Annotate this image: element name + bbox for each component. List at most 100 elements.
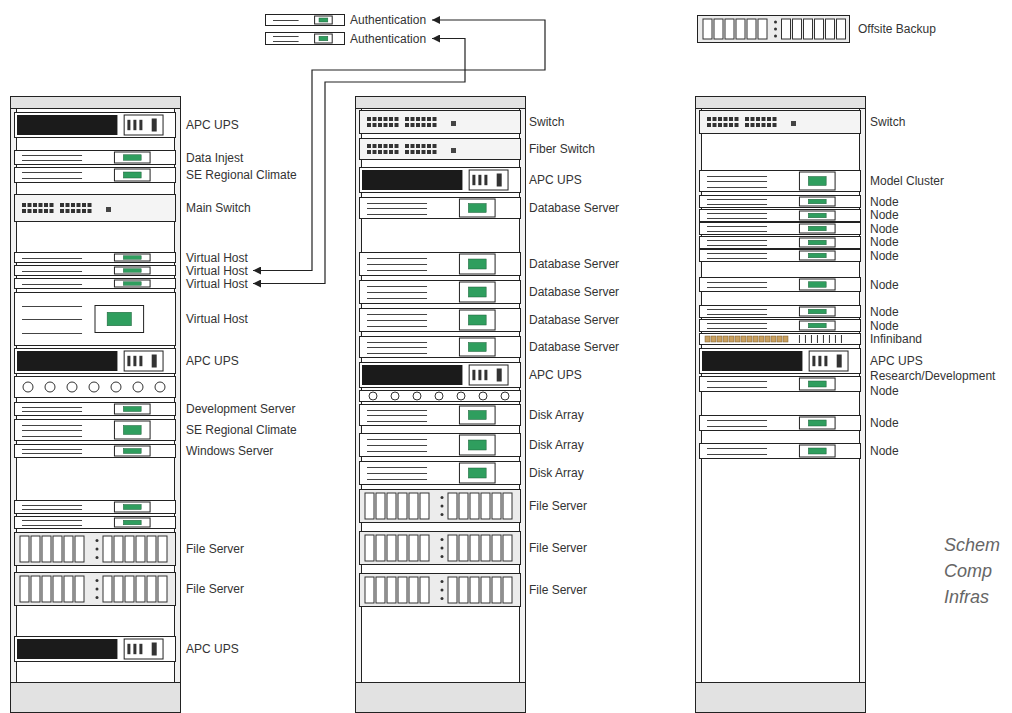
equipment-graphic: [405, 150, 409, 154]
equipment-graphic: [14, 532, 176, 566]
equipment-graphic: [360, 574, 521, 607]
rack-frame: [696, 109, 702, 683]
equipment-graphic: [799, 251, 835, 260]
equipment-graphic: [777, 336, 782, 342]
rack-equipment: APC UPS: [14, 348, 242, 374]
equipment-graphic: [367, 342, 427, 343]
equipment-graphic: [422, 144, 426, 148]
equipment-graphic: [470, 535, 479, 561]
equipment-graphic: [360, 139, 521, 160]
equipment-graphic: [22, 209, 26, 213]
equipment-graphic: [360, 363, 521, 388]
equipment-graphic: [398, 577, 407, 603]
equipment-graphic: [114, 404, 150, 414]
equipment-label: Database Server: [529, 286, 619, 299]
equipment-graphic: [799, 279, 835, 290]
equipment-graphic: [745, 117, 749, 121]
equipment-graphic: [15, 151, 176, 165]
equipment-graphic: [700, 111, 861, 134]
equipment-graphic: [699, 319, 861, 332]
equipment-label: File Server: [186, 583, 244, 596]
equipment-graphic: [718, 117, 722, 121]
equipment-graphic: [88, 209, 92, 213]
equipment-graphic: [359, 433, 521, 457]
equipment-graphic: [376, 535, 385, 561]
equipment-label: SE Regional Climate: [186, 169, 297, 182]
equipment-graphic: [818, 356, 821, 366]
equipment-graphic: [841, 335, 842, 343]
equipment-graphic: [123, 407, 141, 412]
rack-equipment: Database Server: [359, 280, 623, 304]
equipment-name: Node: [870, 319, 899, 332]
equipment-graphic: [28, 203, 32, 207]
equipment-label: Infiniband: [870, 333, 922, 346]
equipment-graphic: [124, 639, 163, 659]
equipment-graphic: [50, 209, 54, 213]
equipment-graphic: [707, 448, 767, 449]
equipment-graphic: [359, 489, 521, 523]
rack-frame: [696, 97, 866, 713]
equipment-graphic: [469, 170, 508, 190]
rack-equipment: Disk Array: [359, 433, 587, 457]
equipment-graphic: [497, 174, 502, 187]
equipment-graphic: [459, 406, 495, 424]
equipment-graphic: [700, 349, 861, 374]
equipment-graphic: [39, 209, 43, 213]
equipment-label: Virtual Host: [186, 277, 248, 290]
equipment-graphic: [774, 35, 777, 38]
equipment-graphic: [367, 117, 371, 121]
equipment-name: Data Injest: [186, 151, 243, 164]
rack-equipment: [23, 382, 33, 392]
equipment-graphic: [360, 532, 521, 565]
equipment-graphic: [28, 209, 32, 213]
equipment-label: APC UPS: [186, 355, 239, 368]
rack-equipment: [123, 520, 141, 525]
equipment-graphic: [441, 547, 444, 550]
equipment-name: Node: [870, 236, 899, 249]
equipment-graphic: [707, 420, 767, 421]
equipment-graphic: [124, 115, 163, 135]
equipment-graphic: [699, 277, 861, 292]
equipment-graphic: [398, 493, 407, 519]
equipment-graphic: [66, 203, 70, 207]
rack-equipment: [22, 509, 82, 510]
equipment-graphic: [700, 196, 861, 208]
equipment-graphic: [699, 170, 861, 192]
equipment-graphic: [82, 209, 86, 213]
equipment-graphic: [700, 250, 861, 262]
equipment-label: Node: [870, 195, 899, 208]
equipment-graphic: [441, 513, 444, 516]
rack-equipment: Disk Array: [359, 461, 587, 485]
equipment-graphic: [265, 14, 345, 26]
equipment-label: Node: [870, 417, 899, 430]
equipment-graphic: [799, 321, 835, 330]
equipment-name: SE Regional Climate: [186, 424, 297, 437]
equipment-graphic: [735, 117, 739, 121]
equipment-graphic: [468, 287, 486, 297]
equipment-name: Authentication: [350, 14, 426, 27]
equipment-graphic: [762, 117, 766, 121]
equipment-graphic: [700, 416, 861, 431]
equipment-name: Switch: [529, 116, 564, 129]
rack-frame: [860, 109, 866, 683]
equipment-graphic: [409, 535, 418, 561]
rack-equipment: Data Injest: [14, 150, 247, 165]
equipment-graphic: [103, 576, 112, 602]
rack-equipment: [22, 520, 82, 521]
equipment-graphic: [96, 588, 99, 591]
equipment-graphic: [459, 199, 495, 217]
equipment-label: Data Injest: [186, 151, 243, 164]
equipment-graphic: [359, 573, 521, 607]
equipment-graphic: [367, 320, 427, 321]
equipment-graphic: [698, 16, 850, 43]
equipment-graphic: [367, 123, 371, 127]
equipment-graphic: [729, 336, 734, 342]
equipment-graphic: [50, 203, 54, 207]
equipment-graphic: [420, 493, 429, 519]
equipment-graphic: [699, 305, 861, 318]
equipment-graphic: [14, 265, 176, 276]
equipment-graphic: [808, 381, 826, 387]
equipment-graphic: [96, 579, 99, 582]
equipment-graphic: [14, 444, 176, 458]
